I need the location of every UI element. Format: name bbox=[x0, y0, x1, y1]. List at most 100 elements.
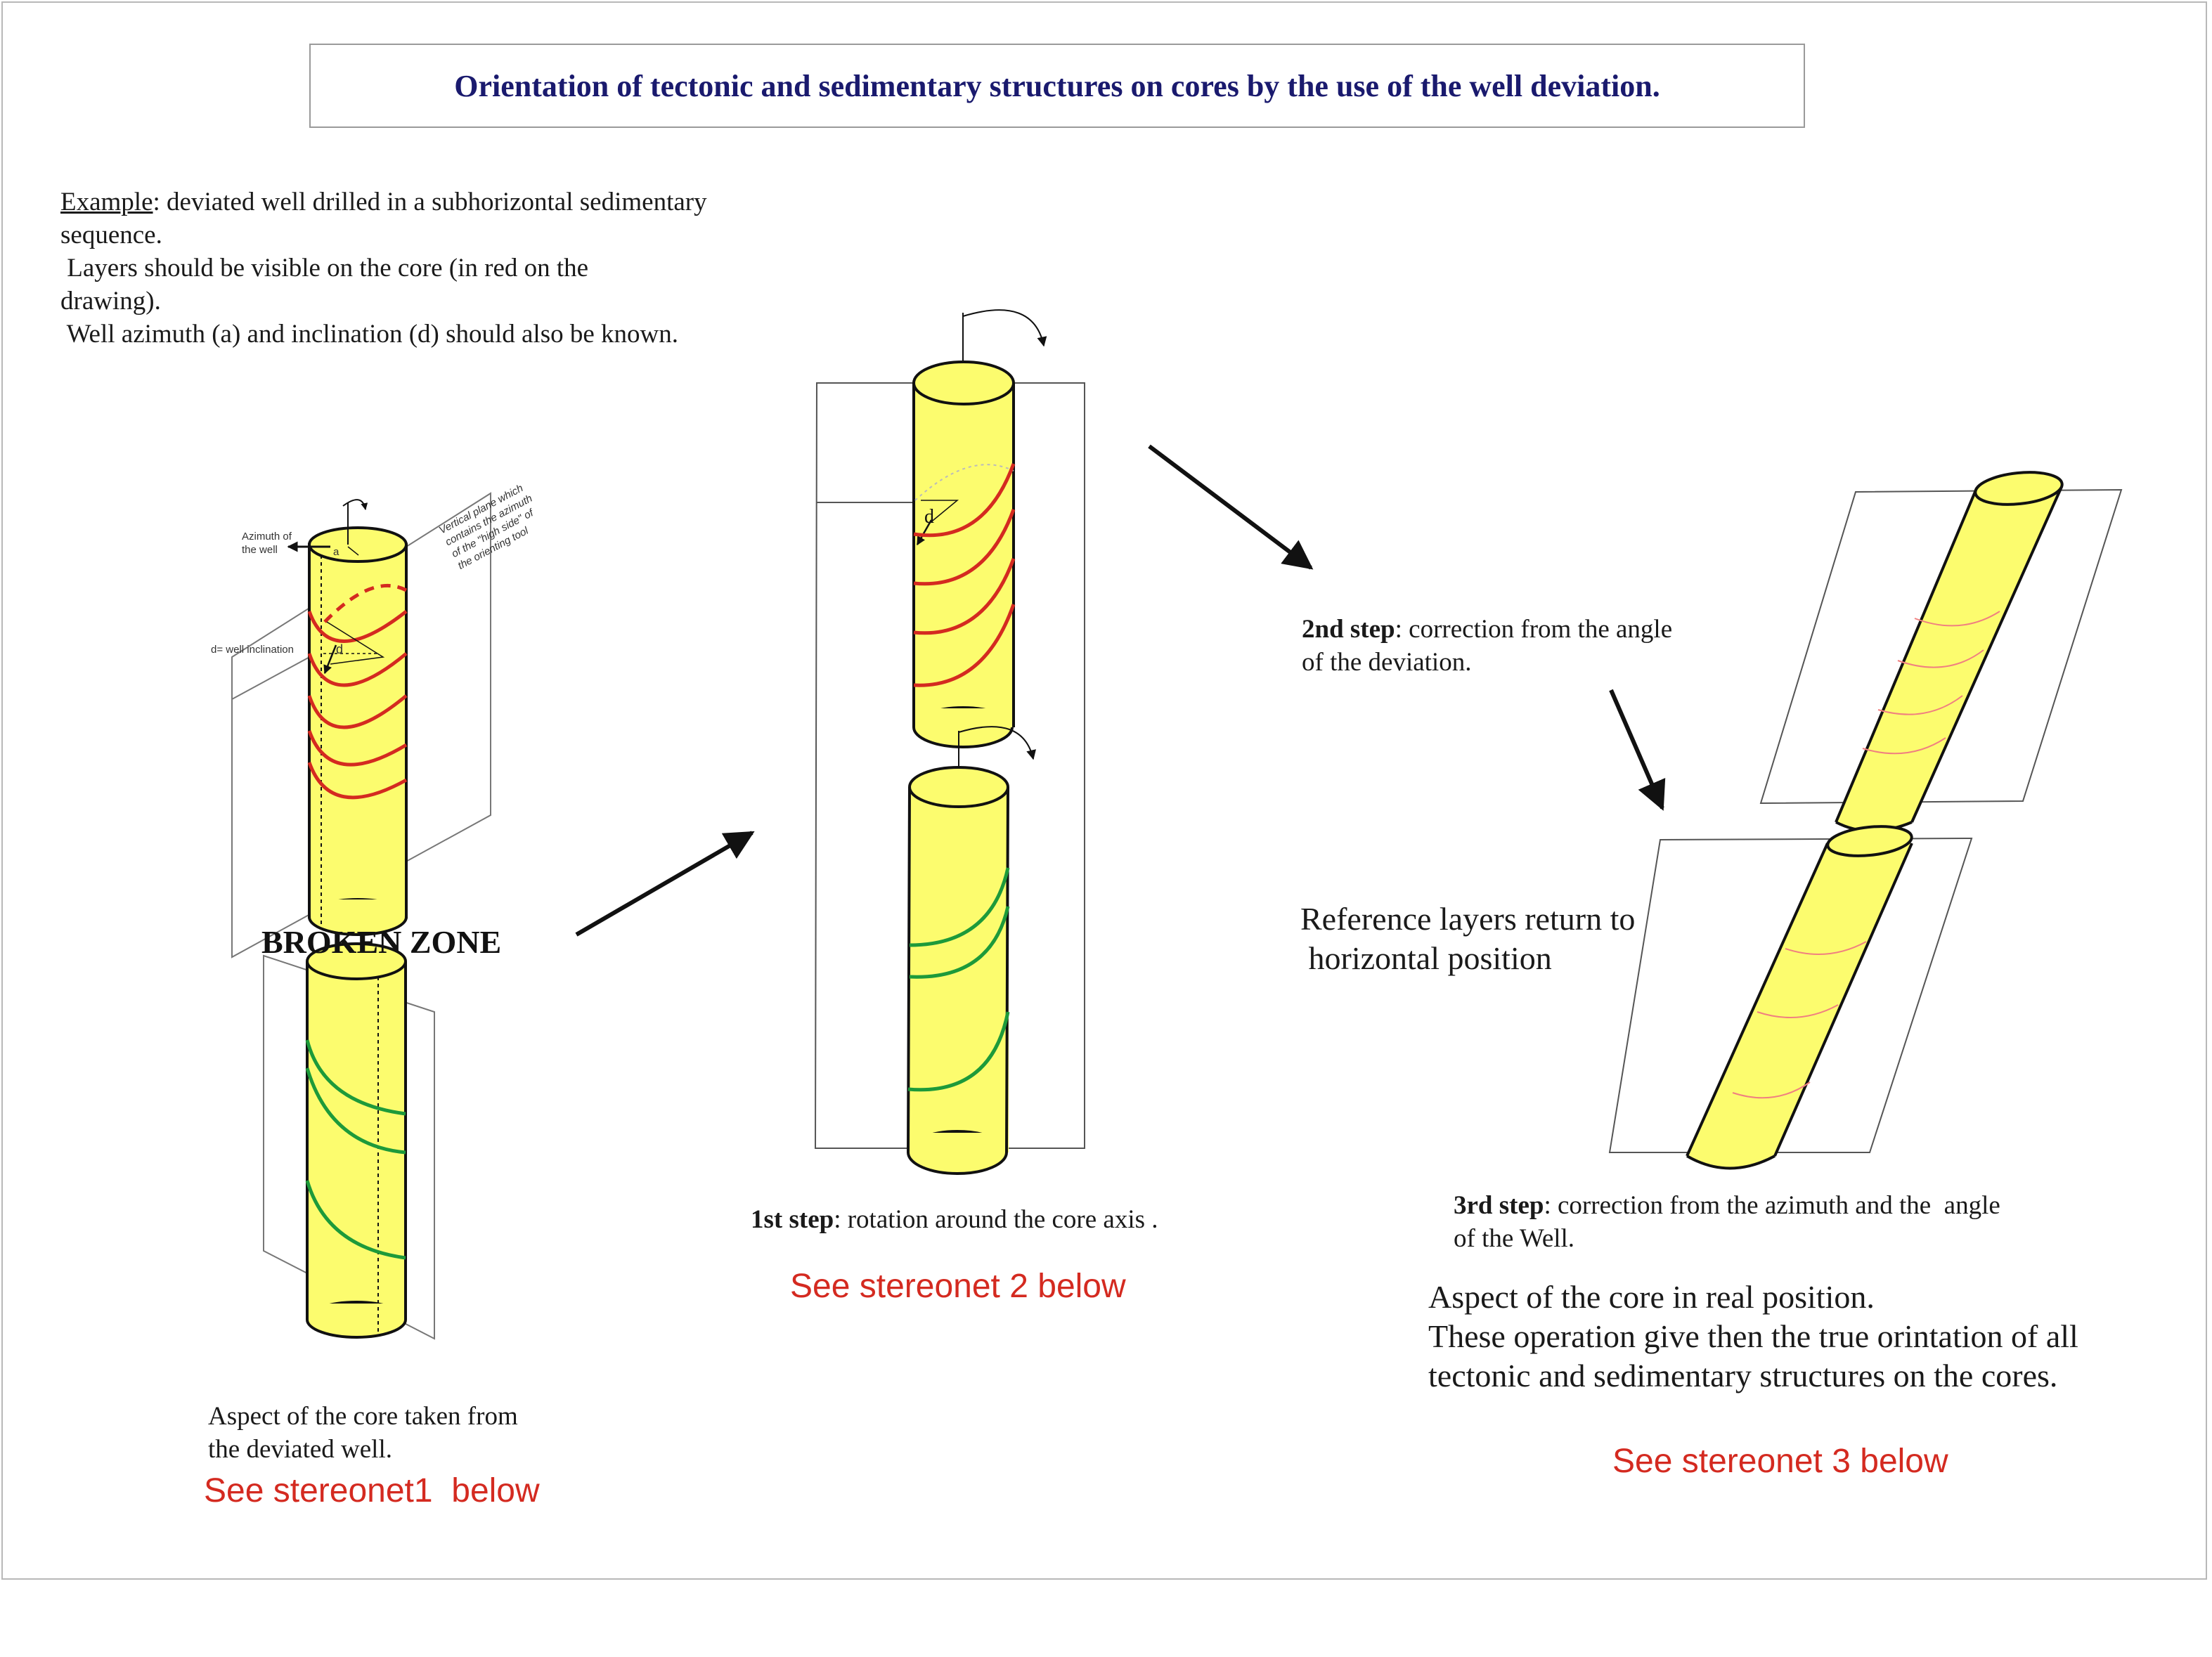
step2-desc-1: : correction from the angle bbox=[1395, 615, 1673, 644]
core-2-green-layers bbox=[907, 867, 1010, 1092]
core-3-lower-bottom bbox=[1686, 1155, 1776, 1170]
azimuth-angle-mark bbox=[347, 546, 359, 556]
core-2-lower-mask bbox=[910, 1133, 1007, 1152]
core-1-caption: Aspect of the core taken from the deviat… bbox=[208, 1400, 518, 1466]
core3-layer-5 bbox=[1785, 941, 1867, 955]
core-2-inclination-triangle bbox=[921, 500, 959, 524]
core-2-upper-sides bbox=[912, 383, 1015, 727]
core-2-inclination-arrow bbox=[916, 519, 933, 546]
arrow-to-step3 bbox=[1609, 689, 1666, 811]
inclination-triangle bbox=[326, 621, 385, 665]
core2-red-2 bbox=[913, 509, 1016, 586]
core-1-red-layers bbox=[307, 583, 408, 800]
core-2-red-layers bbox=[913, 463, 1016, 687]
title-box: Orientation of tectonic and sedimentary … bbox=[309, 44, 1805, 128]
core-1-caption-line-1: Aspect of the core taken from bbox=[208, 1402, 518, 1431]
azimuth-label-1: Azimuth of bbox=[242, 531, 292, 542]
stereonet-1-link[interactable]: See stereonet1 below bbox=[204, 1472, 540, 1509]
core-2-lower-sides bbox=[907, 786, 1009, 1153]
example-label: Example bbox=[60, 188, 153, 216]
red-layer-1 bbox=[307, 610, 408, 643]
vertical-plane-label: Vertical plane which contains the azimut… bbox=[437, 482, 536, 572]
core2-red-1 bbox=[913, 463, 1016, 538]
core3-layer-4 bbox=[1862, 737, 1946, 755]
intro-line-3: Layers should be visible on the core (in… bbox=[60, 254, 589, 282]
red-layer-2 bbox=[307, 652, 408, 687]
arrow-to-step1 bbox=[575, 831, 755, 937]
core-3-group bbox=[1608, 471, 2123, 1170]
reference-line-2: horizontal position bbox=[1300, 940, 1552, 976]
core-1-group: Azimuth of the well d= well inclination … bbox=[211, 482, 536, 1340]
azimuth-label-2: the well bbox=[242, 544, 278, 556]
stereonet-2-link[interactable]: See stereonet 2 below bbox=[790, 1268, 1126, 1305]
core2-green-2 bbox=[909, 906, 1010, 979]
reference-layers-text: Reference layers return to horizontal po… bbox=[1300, 899, 1635, 978]
core-2b-rotation-arrow bbox=[958, 726, 1036, 760]
stereonet-3-link[interactable]: See stereonet 3 below bbox=[1612, 1443, 1948, 1480]
step1-text: 1st step: rotation around the core axis … bbox=[751, 1203, 1158, 1236]
page-frame bbox=[1, 1, 2207, 1580]
core3-layer-3 bbox=[1877, 695, 1963, 715]
core-1-rotation-arrow bbox=[342, 499, 368, 510]
core-3-upper-top bbox=[1974, 471, 2064, 506]
aspect-line-2: These operation give then the true orint… bbox=[1428, 1318, 2078, 1354]
inclination-arrow bbox=[323, 644, 337, 675]
intro-line-5: Well azimuth (a) and inclination (d) sho… bbox=[60, 320, 679, 349]
reference-line-1: Reference layers return to bbox=[1300, 901, 1636, 937]
core-1-upper-top bbox=[308, 526, 408, 563]
core-1-lower-sides bbox=[306, 961, 407, 1320]
core-2-upper-top bbox=[912, 360, 1015, 405]
core-3-lower-layers bbox=[1732, 941, 1867, 1099]
core-2-group: d bbox=[814, 309, 1085, 1175]
core3-layer-7 bbox=[1732, 1081, 1811, 1099]
core-2-lower-top bbox=[908, 766, 1009, 808]
core-3-lower-top bbox=[1826, 825, 1913, 857]
core2-red-3 bbox=[913, 558, 1016, 635]
core-2-rotation-arrow bbox=[962, 309, 1047, 347]
core-1-upper-body bbox=[308, 543, 408, 918]
core-1-green-layers bbox=[305, 1039, 406, 1260]
red-layer-5 bbox=[307, 762, 408, 800]
arrow-to-step2 bbox=[1148, 444, 1314, 570]
core-2-upper-mask bbox=[915, 708, 1012, 727]
green-layer-1 bbox=[305, 1039, 406, 1116]
step3-text: 3rd step: correction from the azimuth an… bbox=[1454, 1189, 2000, 1255]
step1-desc: : rotation around the core axis . bbox=[834, 1205, 1158, 1234]
core-1-lower-mask bbox=[309, 1304, 404, 1320]
core-2-upper-body bbox=[914, 383, 1014, 727]
intro-line-4: drawing). bbox=[60, 287, 161, 316]
core-1-lower-body bbox=[307, 961, 406, 1320]
step1-label: 1st step bbox=[751, 1205, 834, 1234]
step2-text: 2nd step: correction from the angle of t… bbox=[1302, 613, 1672, 679]
green-layer-3 bbox=[305, 1180, 406, 1260]
aspect-line-1: Aspect of the core in real position. bbox=[1428, 1279, 1875, 1315]
green-layer-2 bbox=[305, 1067, 406, 1155]
inclination-label: d= well inclination bbox=[211, 644, 294, 656]
core-3-upper-layers bbox=[1862, 611, 2000, 755]
aspect-real-text: Aspect of the core in real position. The… bbox=[1428, 1278, 2078, 1396]
aspect-line-3: tectonic and sedimentary structures on t… bbox=[1428, 1358, 2058, 1393]
red-layer-4 bbox=[307, 730, 408, 767]
core3-layer-6 bbox=[1757, 1004, 1839, 1018]
core3-layer-2 bbox=[1897, 649, 1984, 668]
core2-green-1 bbox=[909, 867, 1010, 947]
step2-desc-2: of the deviation. bbox=[1302, 648, 1472, 677]
core3-layer-1 bbox=[1914, 611, 2000, 627]
core-3-upper-sides bbox=[1835, 488, 2062, 823]
red-layer-hidden bbox=[323, 583, 408, 623]
red-layer-3 bbox=[307, 694, 408, 729]
core2-green-3 bbox=[907, 1011, 1010, 1092]
core2-red-4 bbox=[913, 604, 1016, 687]
intro-line-2: sequence. bbox=[60, 221, 162, 249]
broken-zone-label: BROKEN ZONE bbox=[261, 924, 502, 960]
core-3-lower-body bbox=[1687, 843, 1912, 1156]
core-1-upper-mask bbox=[311, 899, 405, 916]
intro-line-1: : deviated well drilled in a subhorizont… bbox=[153, 188, 707, 216]
intro-text: Example: deviated well drilled in a subh… bbox=[60, 186, 848, 351]
step2-label: 2nd step bbox=[1302, 615, 1395, 644]
page-title: Orientation of tectonic and sedimentary … bbox=[454, 68, 1660, 103]
step3-desc-1: : correction from the azimuth and the an… bbox=[1544, 1191, 2000, 1220]
core-1-lower-top bbox=[306, 942, 407, 980]
